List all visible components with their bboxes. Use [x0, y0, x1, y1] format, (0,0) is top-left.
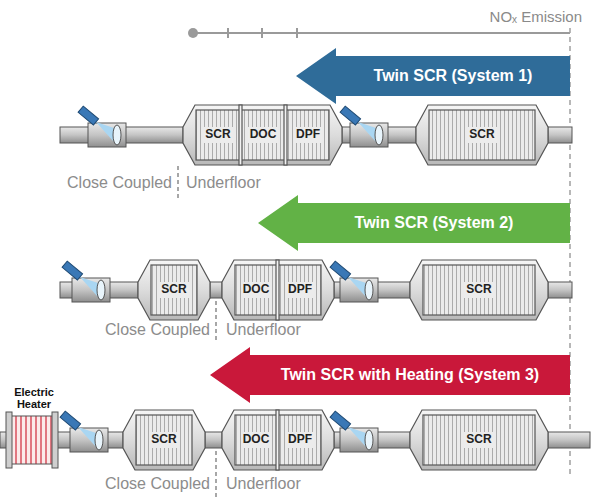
emission-arrow: Twin SCR with Heating (System 3)	[210, 347, 570, 403]
catalyst-segment: SCR	[203, 127, 232, 143]
region-label-box: Close Coupled	[67, 173, 172, 192]
region-label-box: Underfloor	[186, 173, 261, 192]
exhaust-pipe	[0, 127, 590, 448]
region-label: Close Coupled	[105, 474, 210, 493]
component-name: DPF	[286, 432, 314, 448]
component-name: SCR	[464, 282, 493, 298]
catalyst-segment: SCR	[467, 127, 496, 143]
brick-divider	[239, 105, 287, 470]
component-name: DOC	[248, 127, 279, 143]
region-label: Close Coupled	[105, 320, 210, 339]
component-name: SCR	[467, 127, 496, 143]
region-label-box: Underfloor	[226, 320, 301, 339]
catalyst-segment: DOC	[241, 282, 272, 298]
axis-label: NOₓ Emission	[490, 8, 582, 26]
catalyst-segment: DOC	[248, 127, 279, 143]
region-label-box: Underfloor	[226, 474, 301, 493]
catalyst-segment: SCR	[464, 432, 493, 448]
component-name: SCR	[203, 127, 232, 143]
catalyst-segment: DPF	[286, 432, 314, 448]
catalyst-segment: DOC	[241, 432, 272, 448]
catalyst-can	[123, 105, 548, 470]
component-name: SCR	[464, 432, 493, 448]
catalyst-segment: DPF	[294, 127, 322, 143]
region-label-box: Close Coupled	[105, 320, 210, 339]
component-name: DOC	[241, 432, 272, 448]
emission-arrow: Twin SCR (System 1)	[296, 48, 570, 104]
arrow-fill	[210, 347, 570, 403]
part-label: Electric Heater	[3, 386, 65, 410]
region-label: Close Coupled	[67, 173, 172, 192]
system-name: Twin SCR with Heating (System 3)	[281, 366, 539, 384]
catalyst-segment: DPF	[286, 282, 314, 298]
axis-label-box: NOₓ Emission	[490, 8, 582, 26]
arrow-fill	[296, 48, 570, 104]
catalyst-segment: SCR	[464, 282, 493, 298]
component-name: DPF	[286, 282, 314, 298]
catalyst-segment: SCR	[159, 282, 188, 298]
part-label-box: Electric Heater	[3, 386, 65, 410]
component-name: SCR	[159, 282, 188, 298]
system-name: Twin SCR (System 1)	[374, 67, 533, 85]
electric-heater	[6, 412, 58, 468]
system-name: Twin SCR (System 2)	[355, 214, 514, 232]
region-label: Underfloor	[226, 320, 301, 339]
region-label: Underfloor	[186, 173, 261, 192]
component-name: DOC	[241, 282, 272, 298]
region-label: Underfloor	[226, 474, 301, 493]
region-label-box: Close Coupled	[105, 474, 210, 493]
emission-arrow: Twin SCR (System 2)	[258, 195, 570, 251]
nox-axis	[188, 28, 570, 38]
component-name: SCR	[149, 432, 178, 448]
dosing-mixer	[70, 122, 388, 452]
component-name: DPF	[294, 127, 322, 143]
catalyst-segment: SCR	[149, 432, 178, 448]
arrow-fill	[258, 195, 570, 251]
